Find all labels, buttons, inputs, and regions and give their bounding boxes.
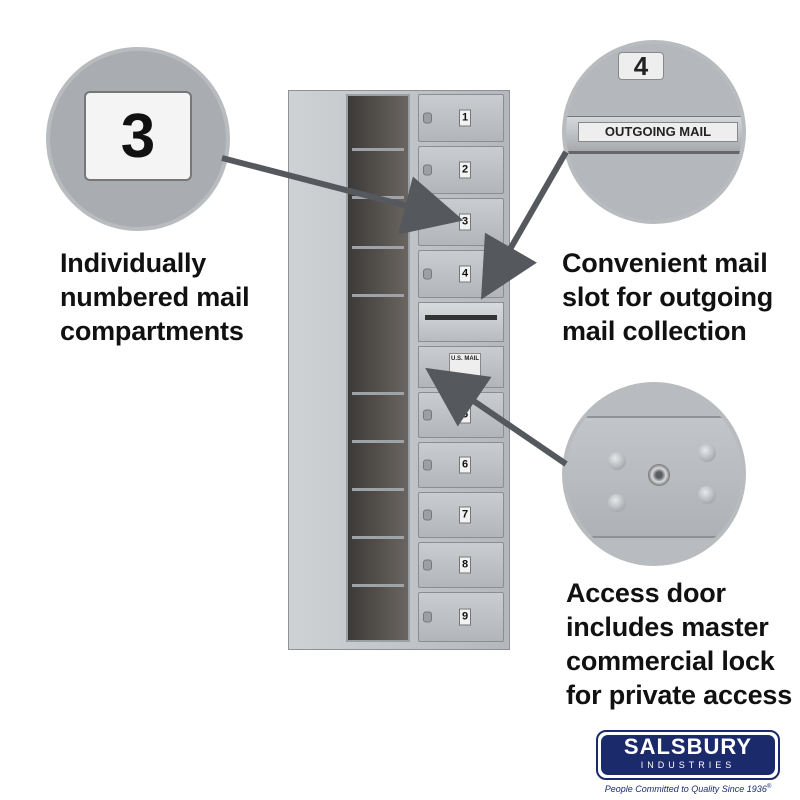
rivet-bottom-right: [698, 486, 716, 504]
door-number: 3: [459, 213, 471, 231]
brand-tagline: People Committed to Quality Since 1936®: [604, 784, 772, 794]
logo-name: SALSBURY: [623, 734, 753, 759]
door-number: 2: [459, 161, 471, 179]
access-panel: U.S. MAIL: [418, 346, 504, 388]
number-card-digit: 3: [120, 101, 156, 171]
usmail-label: U.S. MAIL: [449, 353, 481, 379]
door-6: 6: [418, 442, 504, 488]
rivet-top-left: [608, 452, 626, 470]
door-lock-icon: [423, 268, 432, 280]
feature-outgoing-slot: Convenient mail slot for outgoing mail c…: [562, 248, 774, 346]
salsbury-logo: SALSBURY INDUSTRIES: [596, 730, 780, 780]
rivet-top-right: [698, 444, 716, 462]
door-number: 8: [459, 556, 471, 574]
door-lock-icon: [423, 164, 432, 176]
door-lock-icon: [423, 409, 432, 421]
door-lock-icon: [423, 559, 432, 571]
number-card: 3: [84, 91, 192, 181]
open-access-door: [346, 94, 410, 642]
master-lock-icon: [648, 464, 670, 486]
top-number-card: 4: [618, 52, 664, 80]
door-5: 5: [418, 392, 504, 438]
door-1: 1: [418, 94, 504, 142]
door-lock-icon: [423, 459, 432, 471]
door-lock-icon: [423, 509, 432, 521]
callout-master-lock: [562, 382, 746, 566]
logo-subname: INDUSTRIES: [640, 760, 736, 770]
door-number: 1: [459, 109, 471, 127]
door-number: 5: [459, 406, 471, 424]
rivet-bottom-left: [608, 494, 626, 512]
door-2: 2: [418, 146, 504, 194]
door-8: 8: [418, 542, 504, 588]
door-number: 9: [459, 608, 471, 626]
door-number: 6: [459, 456, 471, 474]
door-number: 7: [459, 506, 471, 524]
door-9: 9: [418, 592, 504, 642]
outgoing-mail-slot: [418, 302, 504, 342]
feature-access-door: Access door includes master commercial l…: [566, 578, 793, 710]
callout-outgoing-slot: 4 OUTGOING MAIL: [562, 40, 746, 224]
door-lock-icon: [423, 216, 432, 228]
door-column: 1 2 3 4 U.S. MAIL 5 6: [418, 94, 504, 646]
door-4: 4: [418, 250, 504, 298]
door-lock-icon: [423, 112, 432, 124]
outgoing-mail-label: OUTGOING MAIL: [578, 122, 738, 142]
door-7: 7: [418, 492, 504, 538]
feature-numbered-compartments: Individually numbered mail compartments: [60, 248, 250, 346]
door-lock-icon: [423, 611, 432, 623]
door-number: 4: [459, 265, 471, 283]
callout-number-card: 3: [46, 47, 230, 231]
door-3: 3: [418, 198, 504, 246]
mailbox-unit: 1 2 3 4 U.S. MAIL 5 6: [288, 90, 510, 650]
